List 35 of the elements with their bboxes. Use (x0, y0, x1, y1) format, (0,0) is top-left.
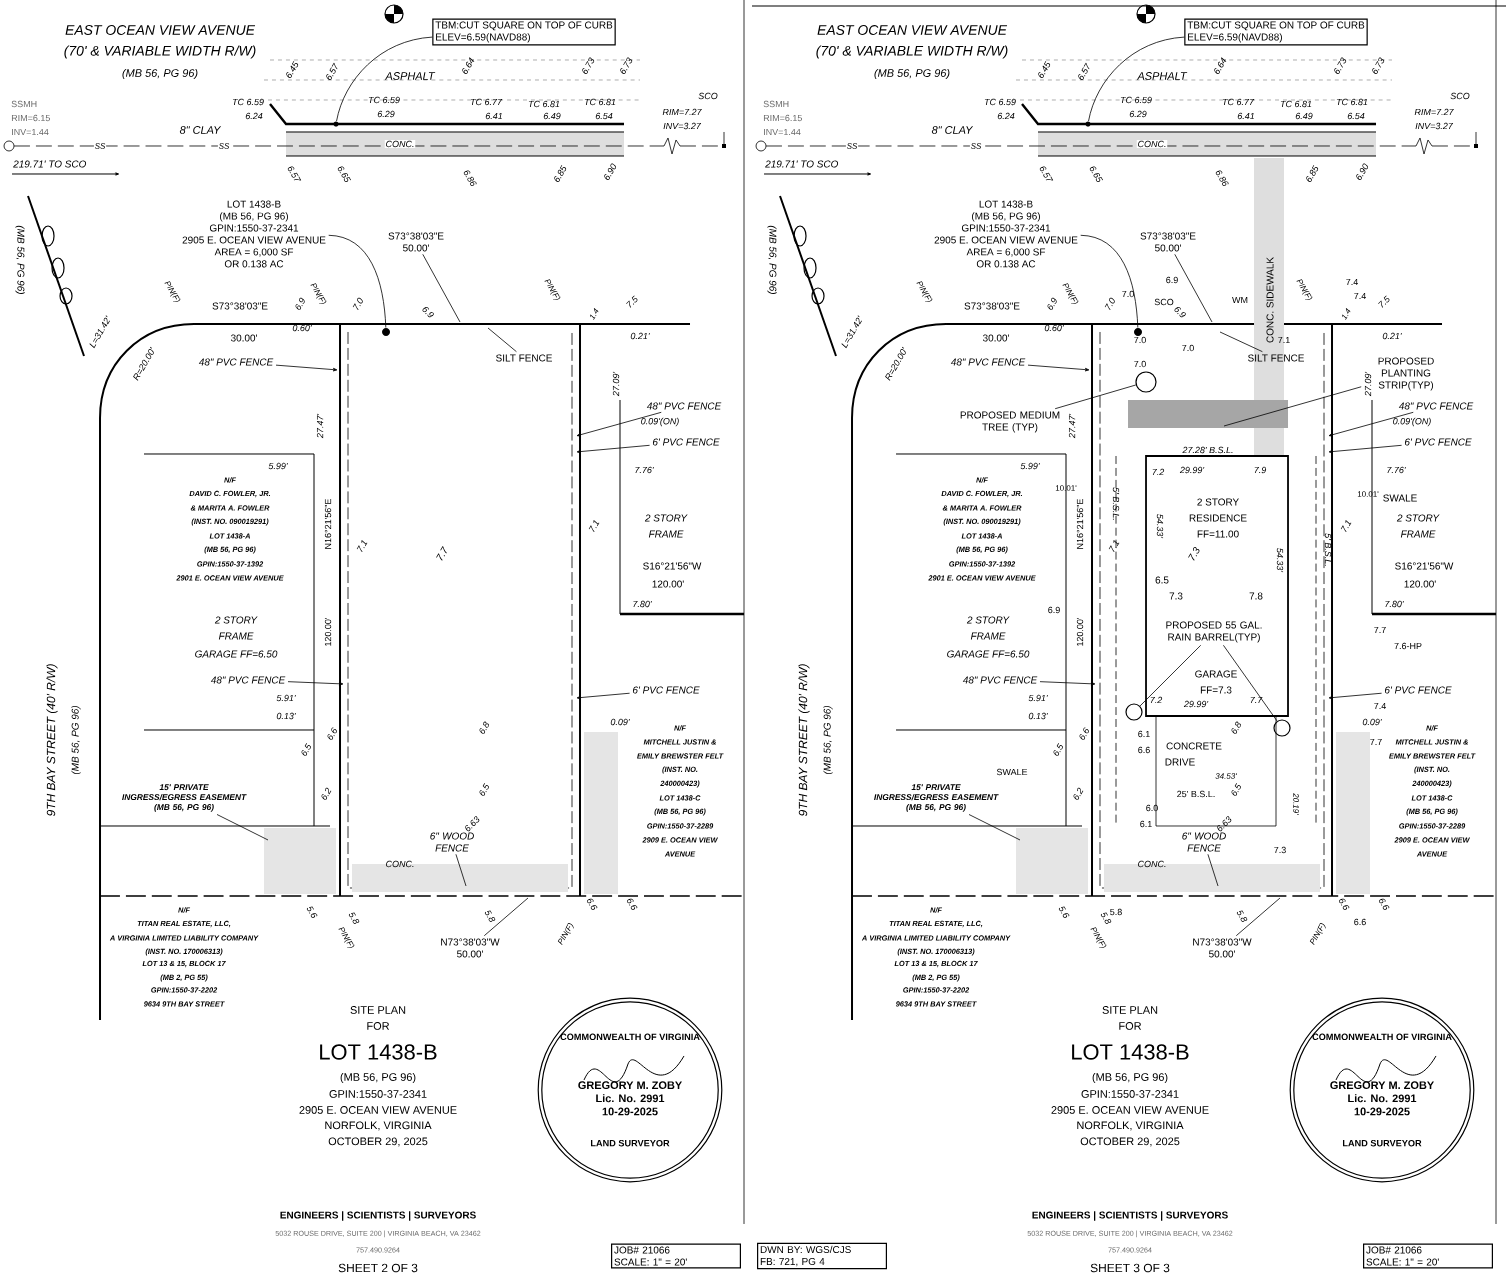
leader-line (216, 814, 269, 841)
leader-line (576, 444, 650, 454)
leader-line (1223, 386, 1362, 427)
leader-line (287, 681, 344, 686)
leader-line (1235, 897, 1281, 937)
rain-barrel-symbol (1125, 703, 1143, 721)
leader-line (1039, 681, 1096, 686)
leader-line (1139, 644, 1202, 707)
leader-line (1219, 331, 1263, 353)
leader-line (1174, 253, 1213, 323)
leader-line (422, 253, 461, 323)
leader-line (483, 897, 529, 937)
leader-line (576, 692, 630, 700)
leader-line (275, 364, 338, 372)
title-text: LOT 1438-B (320, 1044, 437, 1060)
leader-line (1328, 692, 1382, 700)
leader-line (1328, 444, 1402, 454)
benchmark-point (333, 121, 339, 127)
leader-line (576, 411, 662, 437)
leader-line (1223, 644, 1278, 722)
leader-line (1080, 234, 1139, 328)
benchmark-point (1085, 121, 1091, 127)
leader-line (328, 234, 387, 328)
leader-line (1088, 36, 1185, 122)
leader-line (455, 853, 467, 887)
leader-line (336, 36, 433, 122)
leader-line (1207, 853, 1219, 887)
leader-line (1328, 411, 1414, 437)
leader-line (968, 814, 1021, 841)
rain-barrel-symbol (1273, 719, 1291, 737)
leader-line (1054, 384, 1137, 410)
title-text: LOT 1438-B (1072, 1044, 1189, 1060)
leader-line (1027, 364, 1090, 372)
tree-symbol (1135, 371, 1157, 393)
leader-line (487, 327, 517, 353)
